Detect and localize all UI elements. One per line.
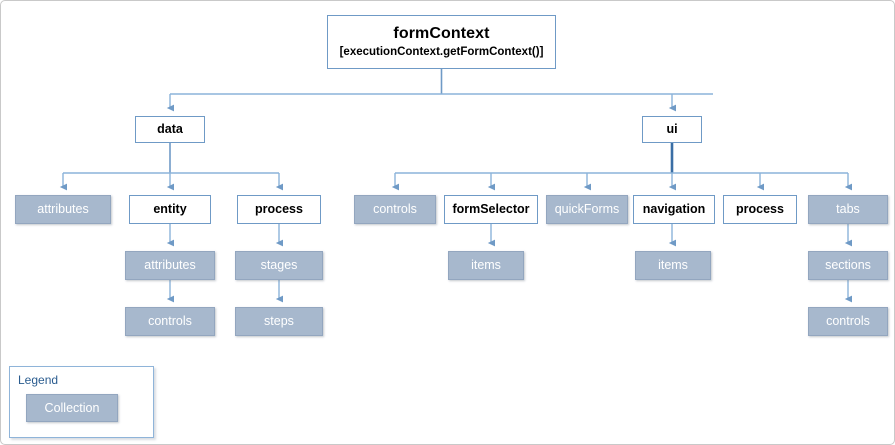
- node-quickforms[interactable]: quickForms: [546, 195, 628, 224]
- node-data[interactable]: data: [135, 116, 205, 143]
- node-navigation[interactable]: navigation: [633, 195, 715, 224]
- node-entity-controls[interactable]: controls: [125, 307, 215, 336]
- node-data-attributes[interactable]: attributes: [15, 195, 111, 224]
- node-data-process[interactable]: process: [237, 195, 321, 224]
- node-process-steps[interactable]: steps: [235, 307, 323, 336]
- legend-title: Legend: [18, 373, 59, 387]
- legend: Legend Collection: [9, 366, 154, 438]
- node-formselector-items[interactable]: items: [448, 251, 524, 280]
- node-tabs[interactable]: tabs: [808, 195, 888, 224]
- node-ui-controls[interactable]: controls: [354, 195, 436, 224]
- node-ui-process[interactable]: process: [723, 195, 797, 224]
- node-formcontext-title: formContext: [393, 24, 490, 42]
- node-formcontext-subtitle: [executionContext.getFormContext()]: [339, 46, 544, 59]
- node-formcontext[interactable]: formContext [executionContext.getFormCon…: [327, 15, 556, 69]
- node-navigation-items[interactable]: items: [635, 251, 711, 280]
- node-ui[interactable]: ui: [642, 116, 702, 143]
- node-process-stages[interactable]: stages: [235, 251, 323, 280]
- legend-swatch-collection: Collection: [26, 394, 118, 422]
- node-entity[interactable]: entity: [129, 195, 211, 224]
- node-formselector[interactable]: formSelector: [444, 195, 538, 224]
- node-entity-attributes[interactable]: attributes: [125, 251, 215, 280]
- node-sections-controls[interactable]: controls: [808, 307, 888, 336]
- node-tabs-sections[interactable]: sections: [808, 251, 888, 280]
